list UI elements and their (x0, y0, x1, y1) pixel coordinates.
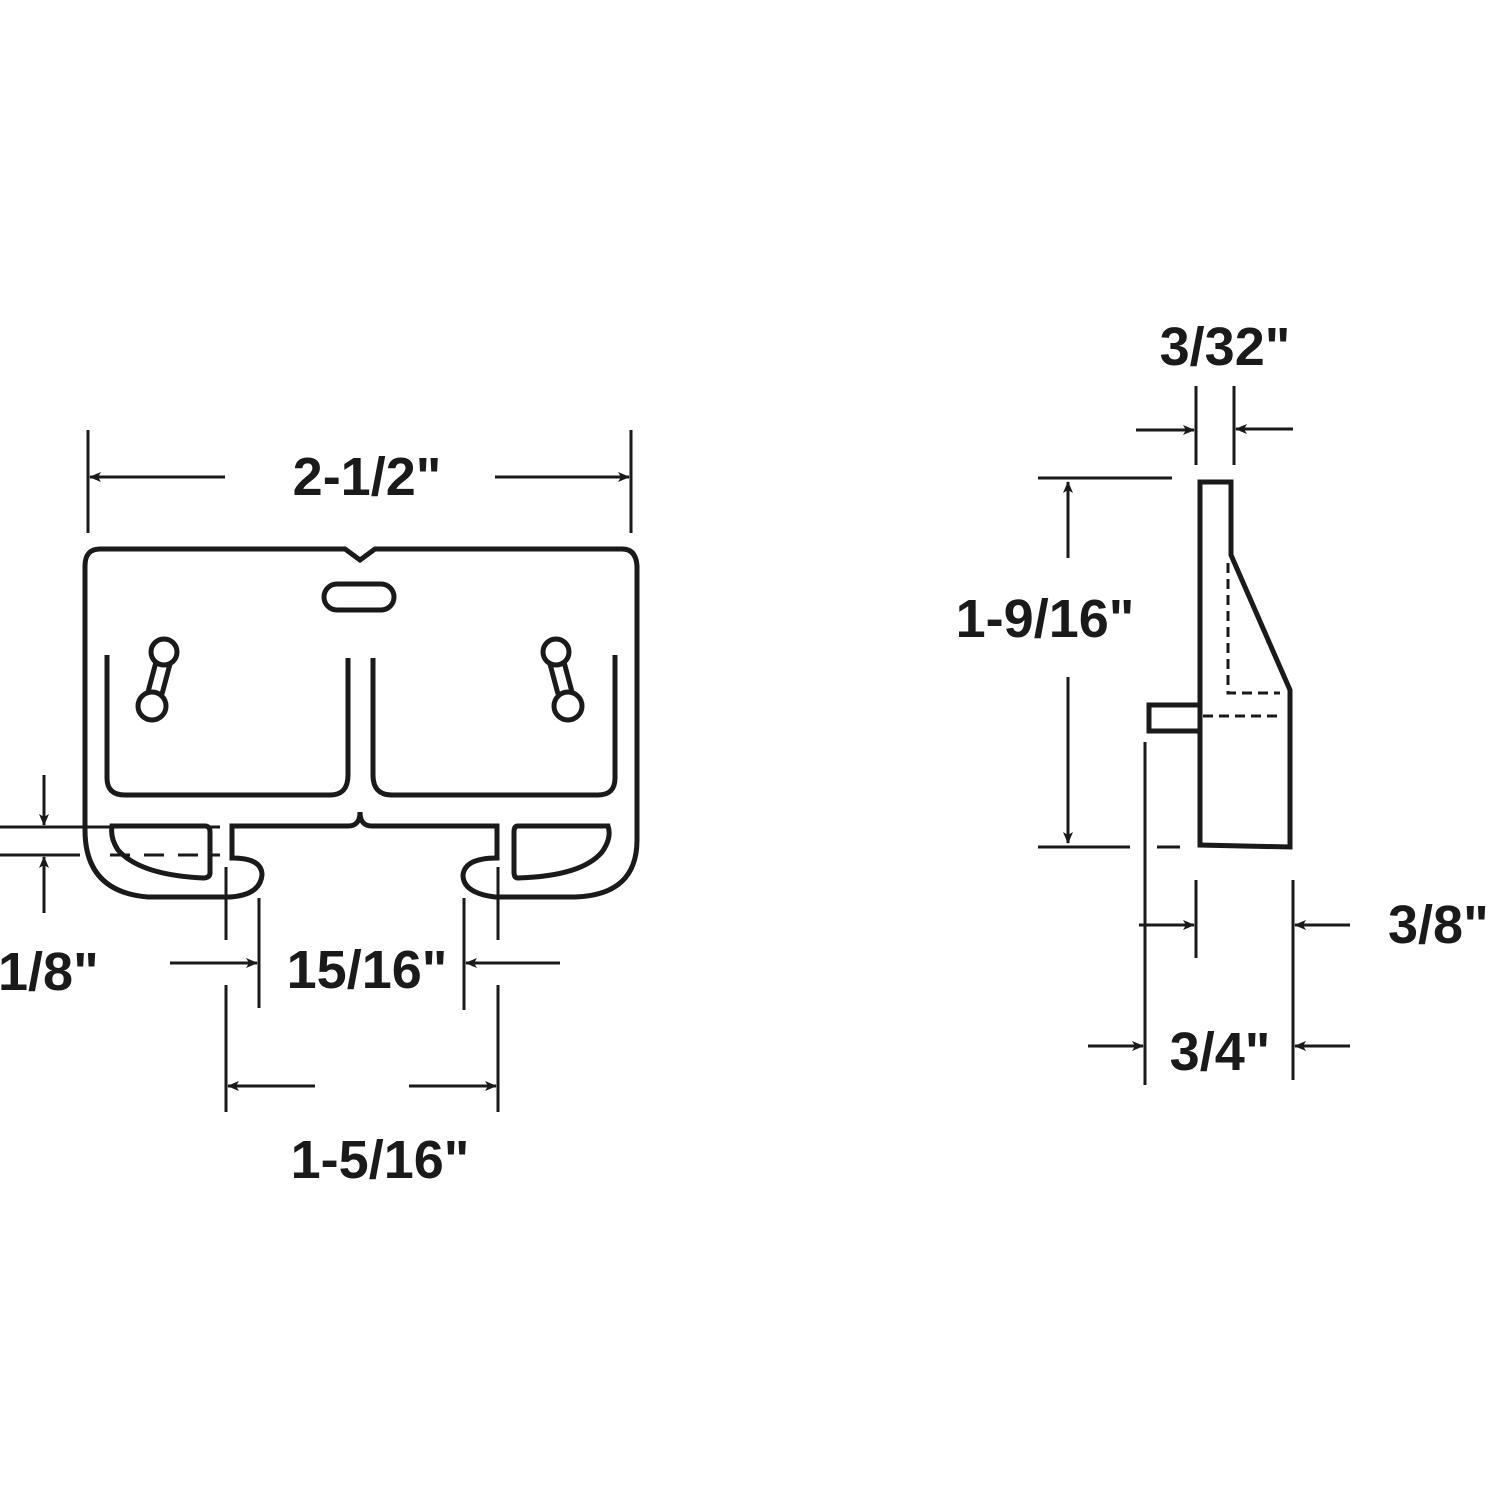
dimension-overall-width: 2-1/2" (86, 430, 633, 533)
left-pocket (109, 823, 213, 881)
top-slot (321, 581, 397, 613)
keyhole-left-icon (135, 636, 180, 723)
dimension-tab-offset: 3/8" (1139, 742, 1489, 1085)
right-panel (370, 655, 618, 798)
label-slot-height: 1/8" (0, 942, 99, 1002)
side-profile (1197, 479, 1293, 850)
dimension-depth: 3/4" (1088, 880, 1350, 1082)
label-height: 1-9/16" (956, 589, 1135, 649)
label-overall-width: 2-1/2" (293, 447, 442, 507)
front-view: 2-1/2" 1/8" 15/16" 1-5/16" (0, 430, 640, 1190)
label-depth: 3/4" (1170, 1022, 1271, 1082)
dimension-outer-gap: 1-5/16" (224, 867, 500, 1190)
dimension-slot-height: 1/8" (0, 775, 220, 1002)
label-outer-gap: 1-5/16" (291, 1130, 470, 1190)
dimension-inner-gap: 15/16" (170, 898, 560, 1010)
label-thickness: 3/32" (1160, 317, 1291, 377)
label-inner-gap: 15/16" (287, 940, 448, 1000)
label-tab-offset: 3/8" (1388, 895, 1489, 955)
right-pocket (511, 823, 612, 881)
side-view: 3/32" 1-9/16" 3/8" 3/4" (956, 317, 1489, 1085)
bracket-outline (82, 546, 640, 900)
dimension-thickness: 3/32" (1136, 317, 1293, 465)
side-tab (1146, 702, 1203, 734)
hidden-line-upper (1226, 563, 1280, 695)
dimension-height: 1-9/16" (956, 476, 1180, 849)
keyhole-right-icon (540, 636, 585, 723)
left-panel (104, 655, 351, 798)
